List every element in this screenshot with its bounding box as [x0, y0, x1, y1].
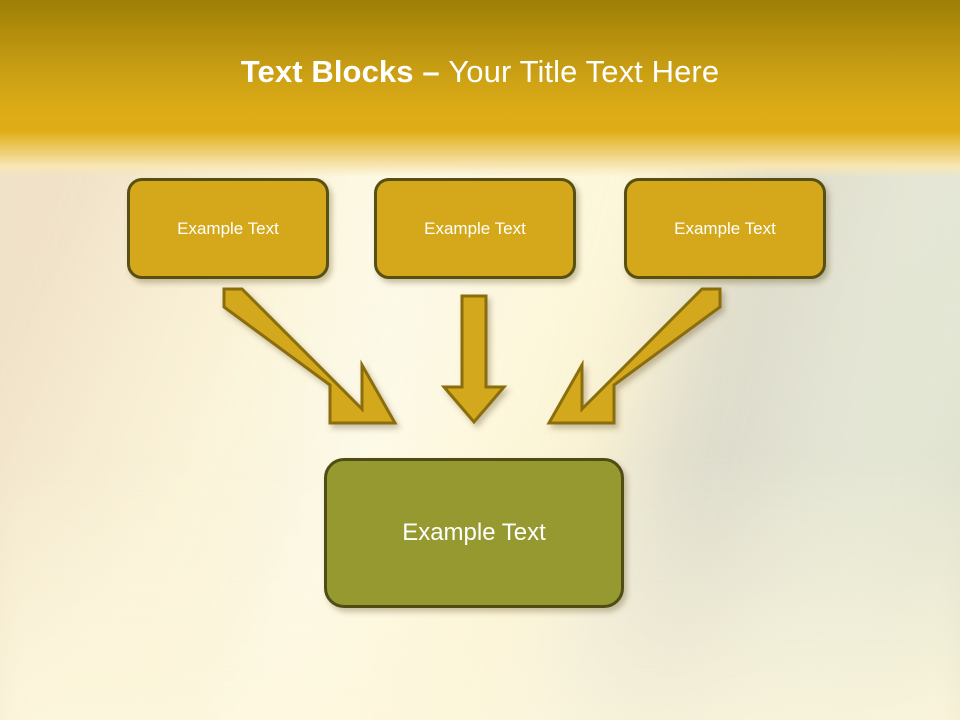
- text-block-1-label: Example Text: [177, 218, 279, 238]
- title-banner: [0, 0, 960, 132]
- text-block-result[interactable]: Example Text: [324, 458, 624, 608]
- text-block-2[interactable]: Example Text: [374, 178, 576, 279]
- title-banner-fade: [0, 131, 960, 177]
- text-block-3[interactable]: Example Text: [624, 178, 826, 279]
- page-title-dash: –: [422, 54, 449, 89]
- page-title-strong: Text Blocks: [240, 54, 423, 89]
- page-title-light: Your Title Text Here: [448, 54, 720, 89]
- text-block-result-label: Example Text: [402, 519, 546, 546]
- text-block-3-label: Example Text: [674, 218, 776, 238]
- page-title: Text Blocks – Your Title Text Here: [0, 52, 960, 92]
- text-block-1[interactable]: Example Text: [127, 178, 329, 279]
- text-block-2-label: Example Text: [424, 218, 526, 238]
